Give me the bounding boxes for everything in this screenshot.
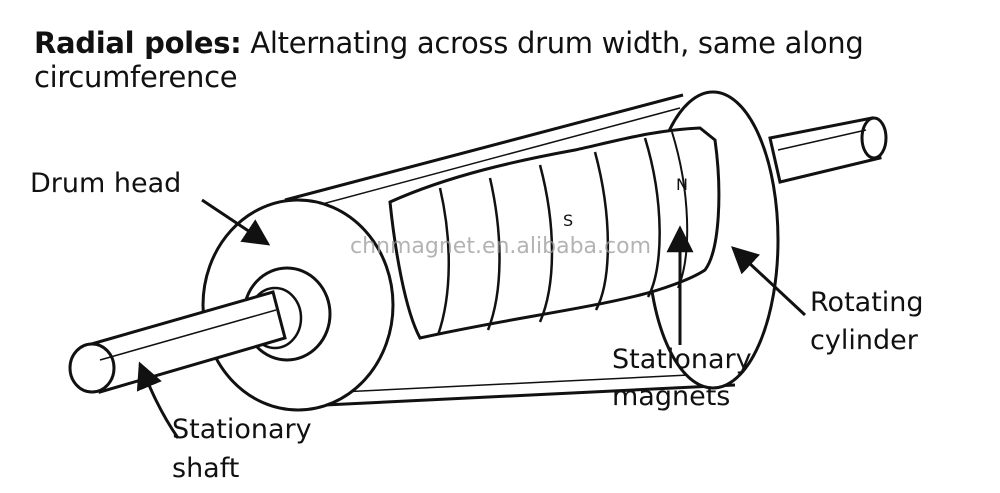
rotating-label-line2: cylinder bbox=[810, 325, 919, 356]
cutaway-magnets: S N bbox=[388, 126, 721, 340]
pole-south-label: S bbox=[563, 211, 573, 230]
shaft-label-line2: shaft bbox=[172, 453, 239, 484]
stationary-shaft-arrow bbox=[136, 361, 180, 439]
magnets-label-line1: Stationary bbox=[612, 344, 752, 375]
right-shaft bbox=[768, 116, 888, 184]
figure-caption: Radial poles: Alternating across drum wi… bbox=[34, 26, 974, 94]
shaft-label-line1: Stationary bbox=[172, 414, 312, 445]
pole-north-label: N bbox=[676, 175, 688, 194]
caption-bold: Radial poles: bbox=[34, 26, 242, 60]
caption-text: Alternating across drum width, same alon… bbox=[34, 26, 864, 95]
rotating-label-line1: Rotating bbox=[810, 287, 924, 318]
magnets-label-line2: magnets bbox=[612, 381, 730, 412]
drum-head-label: Drum head bbox=[30, 168, 181, 199]
drum-head-arrow bbox=[201, 198, 271, 246]
watermark-text: chnmagnet.en.alibaba.com bbox=[350, 234, 651, 259]
rotating-cylinder-arrow bbox=[731, 246, 807, 317]
